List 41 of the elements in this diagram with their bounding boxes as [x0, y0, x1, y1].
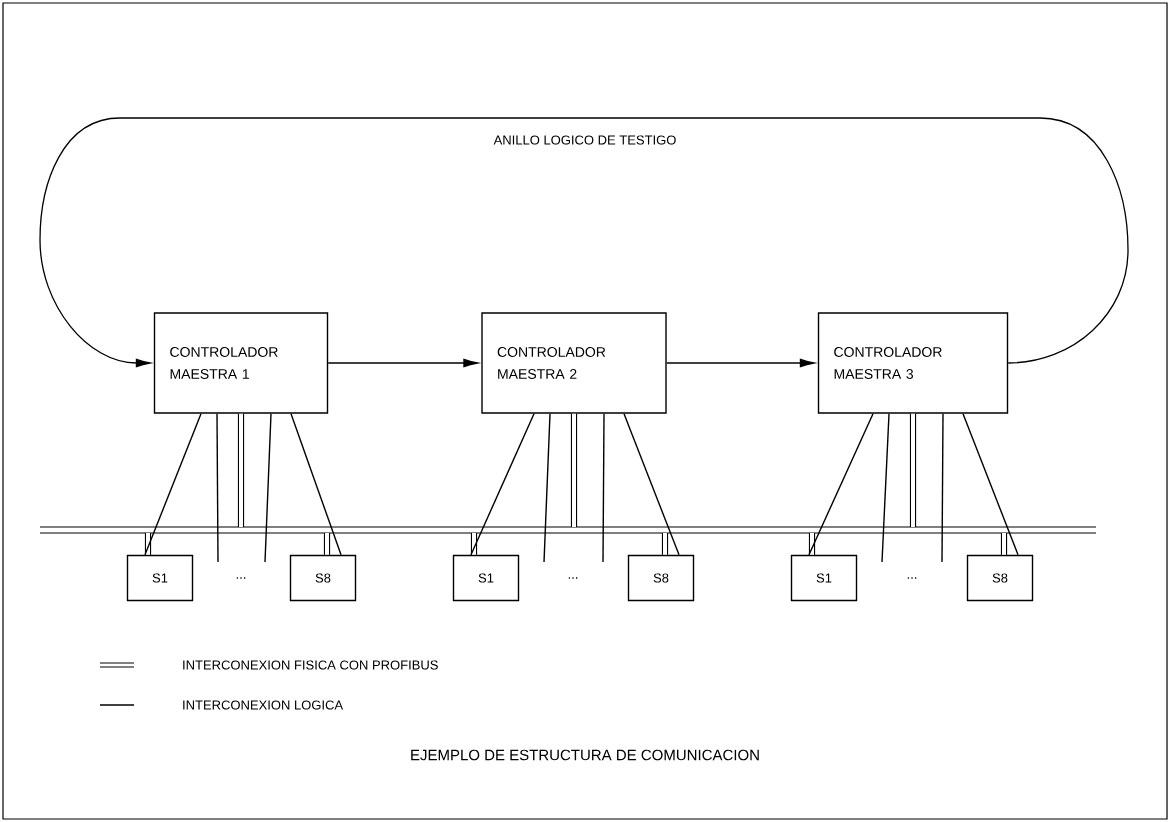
double-line	[808, 533, 816, 555]
logical-line	[941, 413, 944, 563]
logical-line	[264, 413, 272, 563]
logical-line	[144, 413, 202, 556]
controller-box: CONTROLADOR MAESTRA 1	[153, 312, 329, 414]
double-line	[909, 413, 917, 527]
double-line	[470, 533, 478, 555]
double-line	[323, 533, 331, 555]
station-box: S1	[790, 554, 858, 602]
arrow	[327, 358, 478, 368]
caption: EJEMPLO DE ESTRUCTURA DE COMUNICACION	[411, 749, 759, 761]
station-box: S8	[966, 554, 1034, 602]
station-box: S1	[452, 554, 520, 602]
double-line	[237, 413, 245, 527]
ellipsis: ...	[568, 577, 578, 579]
station-box: S8	[289, 554, 357, 602]
logical-line	[962, 413, 1019, 556]
ellipsis: ...	[236, 577, 246, 579]
station-box: S8	[627, 554, 695, 602]
logical-line	[623, 413, 680, 556]
bus-line	[39, 526, 1097, 534]
double-line	[570, 413, 578, 527]
double-line	[144, 533, 152, 555]
ring-arrow	[39, 117, 1129, 368]
ellipsis: ...	[907, 577, 917, 579]
logical-line	[602, 413, 605, 563]
station-box: S1	[126, 554, 194, 602]
double-line	[1000, 533, 1008, 555]
edge-label: ANILLO LOGICO DE TESTIGO	[491, 133, 679, 147]
controller-box: CONTROLADOR MAESTRA 2	[481, 312, 667, 414]
logical-line	[808, 413, 874, 556]
logical-line	[881, 413, 890, 563]
arrow	[666, 358, 815, 368]
double-line	[661, 533, 669, 555]
logical-line	[543, 413, 551, 563]
logical-line	[216, 413, 219, 563]
legend-text: INTERCONEXION FISICA CON PROFIBUS	[183, 660, 438, 670]
logical-line	[470, 413, 535, 556]
logical-line	[290, 413, 342, 556]
legend-text: INTERCONEXION LOGICA	[183, 700, 344, 710]
controller-box: CONTROLADOR MAESTRA 3	[817, 312, 1009, 414]
